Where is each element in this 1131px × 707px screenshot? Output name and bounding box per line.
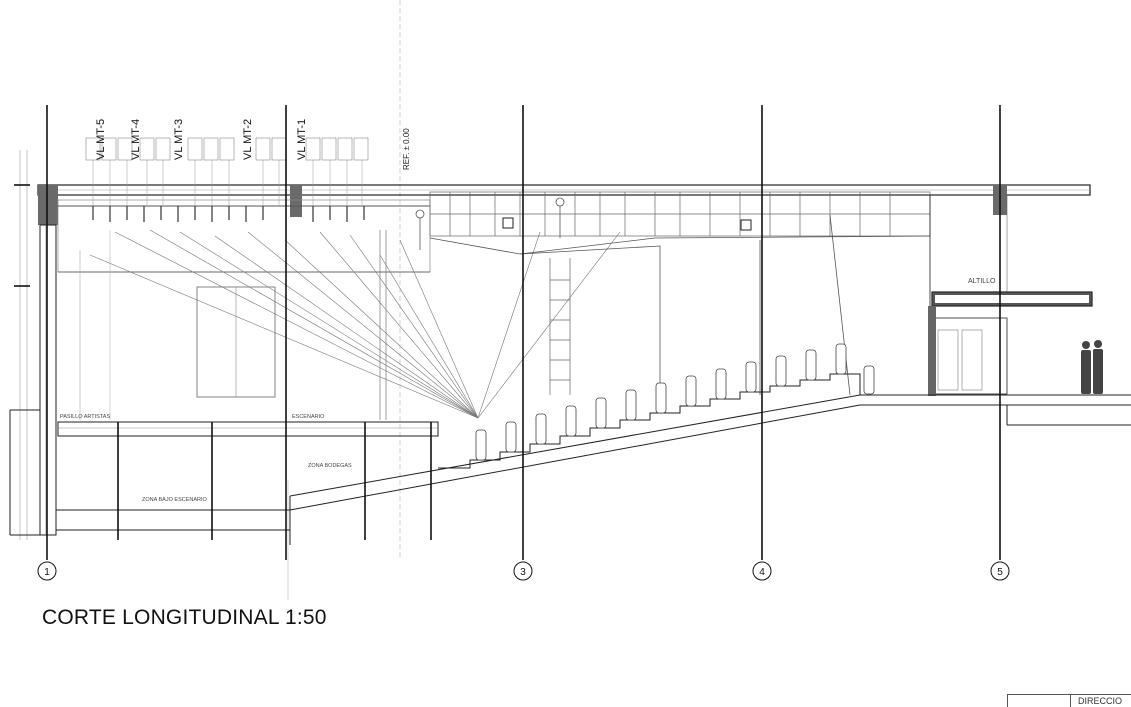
room-label-escenario: ESCENARIO	[292, 414, 325, 420]
fixture-leader-lines	[92, 160, 363, 206]
left-wall	[9, 224, 57, 536]
svg-text:5: 5	[997, 567, 1003, 578]
room-label-bajo-escenario: ZONA BAJO ESCENARIO	[142, 497, 208, 503]
svg-text:3: 3	[520, 567, 526, 578]
technician-figures	[415, 197, 565, 250]
ladders	[549, 258, 571, 395]
stage-tower	[57, 199, 431, 420]
drawing-title: CORTE LONGITUDINAL 1:50	[42, 606, 327, 629]
ceiling-panels	[429, 214, 931, 400]
title-block-label: DIRECCIO	[1078, 696, 1123, 706]
lighting-group-label: VL MT-4	[130, 119, 142, 160]
title-block-divider	[1070, 695, 1071, 707]
room-label-bodegas: ZONA BODEGAS	[308, 463, 352, 469]
grid-axis-bubble: 1	[37, 561, 57, 581]
room-label-altillo: ALTILLO	[968, 278, 996, 285]
structural-grid-lines	[14, 105, 1001, 560]
lighting-group-label: VL MT-3	[173, 119, 185, 160]
svg-text:4: 4	[759, 567, 765, 578]
roof-slab	[37, 184, 1091, 225]
grid-axis-bubble: 3	[513, 561, 533, 581]
seating-rake	[289, 373, 1131, 511]
lighting-beams	[89, 229, 621, 419]
fixture-tag-blocks	[85, 137, 369, 161]
title-block: DIRECCIO	[1007, 694, 1131, 707]
audience-seats	[475, 343, 875, 461]
grid-axis-bubble: 4	[752, 561, 772, 581]
lighting-group-label: VL MT-5	[95, 119, 107, 160]
lighting-group-label: VL MT-1	[296, 119, 308, 160]
svg-text:1: 1	[44, 567, 50, 578]
booth-glazing	[429, 191, 931, 237]
lighting-fixtures	[92, 206, 365, 222]
lighting-group-label: VL MT-2	[242, 119, 254, 160]
grid-axis-bubble: 5	[990, 561, 1010, 581]
stage-floor	[56, 421, 439, 545]
level-reference: REF. ± 0.00	[402, 128, 411, 170]
room-label-pasillo: PASILLO ARTISTAS	[60, 414, 110, 420]
attic-structure	[928, 195, 1093, 396]
people-silhouettes	[1081, 340, 1103, 394]
